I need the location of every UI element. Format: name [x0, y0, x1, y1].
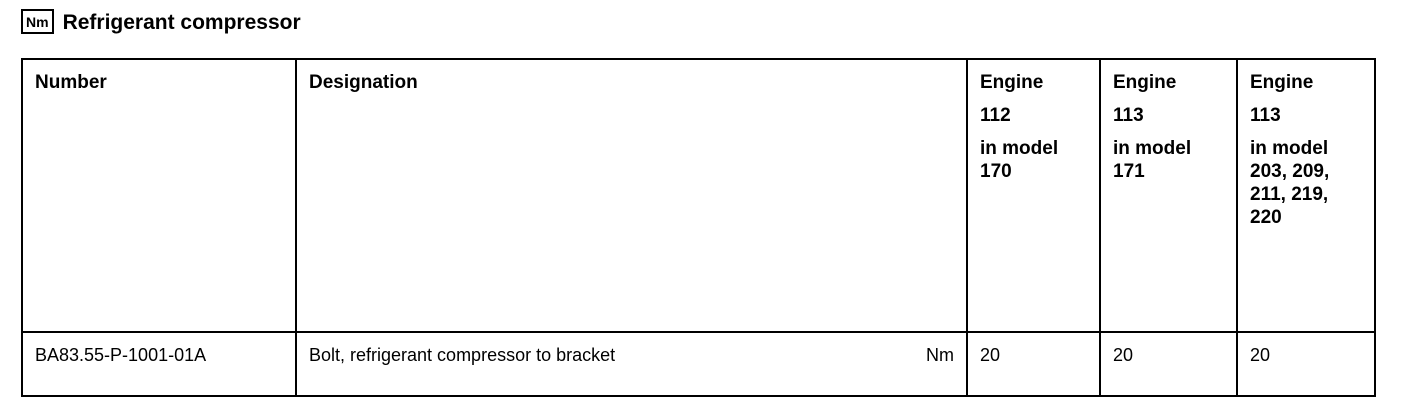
col-header-designation: Designation	[295, 58, 968, 333]
cell-torque-value-engine-113-203: 20	[1236, 331, 1376, 397]
cell-part-number: BA83.55-P-1001-01A	[21, 331, 297, 397]
engine-models: in model 170	[980, 138, 1059, 182]
col-header-engine-113-models-203-220: Engine 113 in model 203, 209, 211, 219, …	[1236, 58, 1376, 333]
nm-unit-icon: Nm	[21, 8, 54, 34]
cell-designation: Bolt, refrigerant compressor to bracket …	[295, 331, 968, 397]
document-header: Nm Refrigerant compressor	[21, 8, 1408, 34]
engine-number: 112	[980, 105, 1011, 126]
engine-number: 113	[1113, 105, 1144, 126]
table-header: Number Designation Engine 112 in model 1…	[21, 58, 1376, 333]
engine-label: Engine	[1113, 72, 1177, 93]
col-header-number: Number	[21, 58, 297, 333]
page-title: Refrigerant compressor	[62, 10, 301, 34]
table-body: BA83.55-P-1001-01A Bolt, refrigerant com…	[21, 331, 1376, 397]
engine-label: Engine	[1250, 72, 1314, 93]
engine-models: in model 171	[1113, 138, 1192, 182]
designation-text: Bolt, refrigerant compressor to bracket	[309, 345, 616, 365]
engine-models: in model 203, 209, 211, 219, 220	[1250, 138, 1330, 228]
col-header-engine-112-model-170: Engine 112 in model 170	[966, 58, 1101, 333]
unit-label: Nm	[926, 345, 954, 365]
torque-spec-table: Number Designation Engine 112 in model 1…	[21, 58, 1376, 397]
header-row: Number Designation Engine 112 in model 1…	[21, 58, 1376, 333]
cell-torque-value-engine-113-171: 20	[1099, 331, 1238, 397]
table-row: BA83.55-P-1001-01A Bolt, refrigerant com…	[21, 331, 1376, 397]
engine-number: 113	[1250, 105, 1281, 126]
col-header-engine-113-model-171: Engine 113 in model 171	[1099, 58, 1238, 333]
cell-torque-value-engine-112: 20	[966, 331, 1101, 397]
engine-label: Engine	[980, 72, 1044, 93]
